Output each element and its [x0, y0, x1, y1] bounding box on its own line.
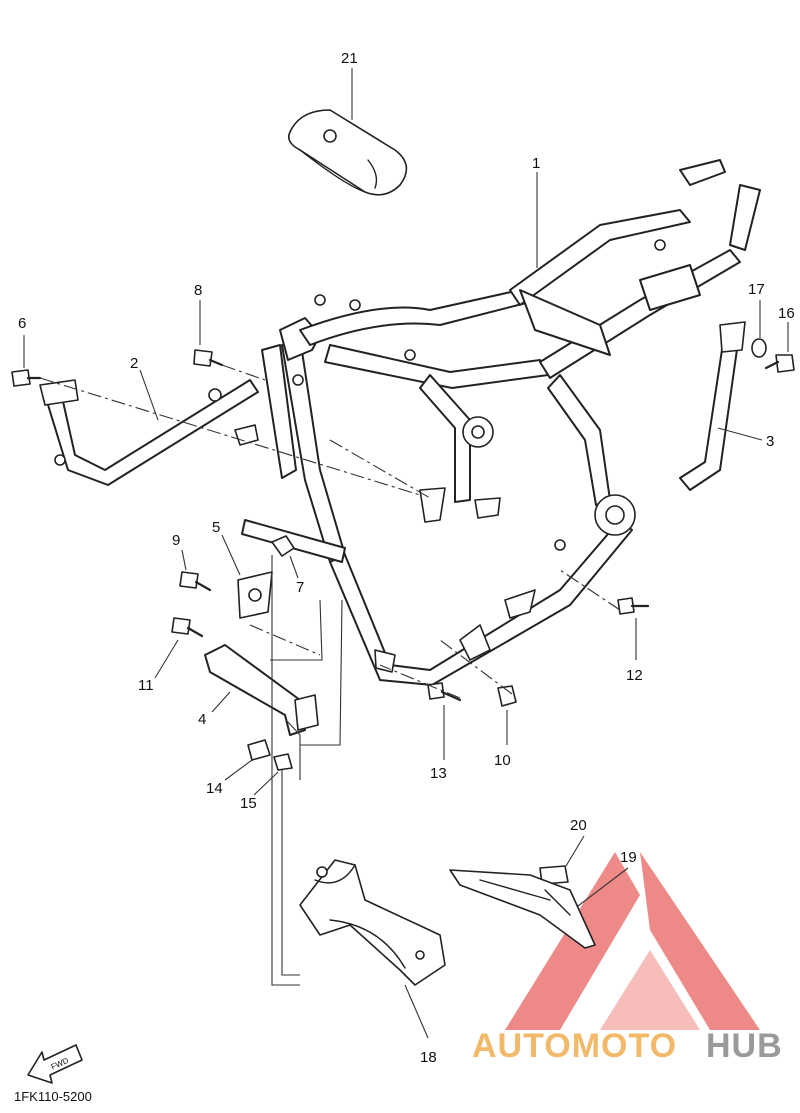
label-19: 19: [620, 849, 637, 866]
label-1: 1: [532, 155, 540, 172]
label-12: 12: [626, 667, 643, 684]
assembly-lines: [39, 364, 621, 986]
label-11: 11: [138, 677, 154, 694]
label-2: 2: [130, 355, 138, 372]
label-9: 9: [172, 532, 180, 549]
part-3-stay: [679, 321, 746, 491]
label-7: 7: [296, 579, 304, 596]
part-labels: 21 1 2 3 4 5 6 7 8 9 10 11 12 13 14 15 1…: [18, 50, 795, 1066]
label-15: 15: [240, 795, 257, 812]
label-14: 14: [206, 780, 223, 797]
part-21-cover: [287, 109, 408, 196]
label-10: 10: [494, 752, 511, 769]
fwd-arrow: FWD: [27, 1044, 83, 1084]
fasteners: [11, 338, 795, 885]
logo-triangle-inner: [600, 950, 700, 1030]
logo-triangle-left: [505, 852, 640, 1030]
label-18: 18: [420, 1049, 437, 1066]
label-3: 3: [766, 433, 774, 450]
label-13: 13: [430, 765, 447, 782]
watermark-logo: [505, 852, 760, 1030]
part-4-stay: [204, 644, 319, 736]
logo-triangle-right: [640, 852, 760, 1030]
part-5-plate: [237, 571, 273, 619]
label-5: 5: [212, 519, 220, 536]
label-17: 17: [748, 281, 765, 298]
part-18-cover: [299, 859, 446, 986]
label-21: 21: [341, 50, 358, 67]
part-19-cover: [449, 869, 596, 949]
diagram-code: 1FK110-5200: [14, 1089, 92, 1104]
watermark-text-b: HUB: [706, 1027, 783, 1065]
watermark-text-a: AUTOMOTO: [472, 1027, 677, 1065]
label-6: 6: [18, 315, 26, 332]
label-20: 20: [570, 817, 587, 834]
part-1-main-frame: [234, 159, 761, 686]
label-4: 4: [198, 711, 206, 728]
label-8: 8: [194, 282, 202, 299]
watermark: AUTOMOTO HUB: [472, 1027, 783, 1065]
label-16: 16: [778, 305, 795, 322]
